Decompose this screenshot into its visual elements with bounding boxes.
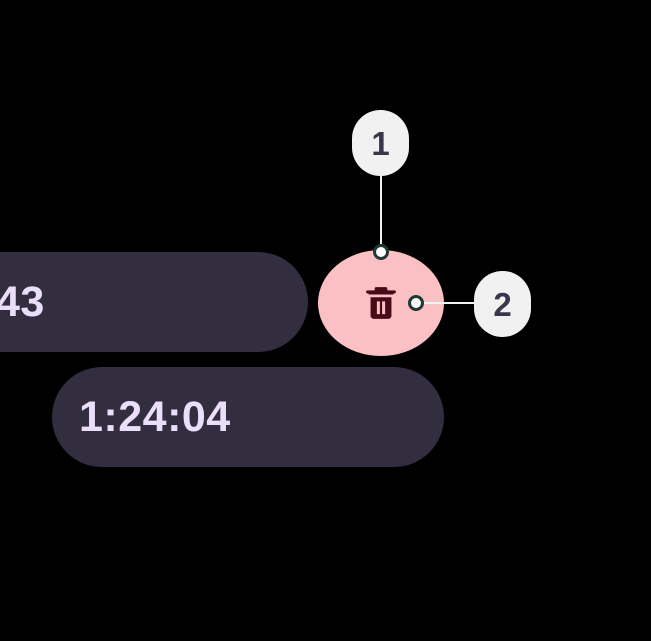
duration-elapsed-pill[interactable]: 1:24:04 [52,367,444,467]
trash-icon [362,283,400,323]
annotation-connector-dot-2 [408,295,424,311]
duration-elapsed-label: 1:24:04 [79,392,231,441]
annotation-connector-line-2 [418,302,480,304]
annotation-connector-line-1 [380,172,382,254]
annotation-badge-2[interactable]: 2 [474,271,531,337]
duration-total-label: 43 [0,277,45,326]
annotation-badge-1[interactable]: 1 [352,110,409,176]
annotation-connector-dot-1 [373,244,389,260]
duration-total-pill[interactable]: 43 [0,252,308,352]
